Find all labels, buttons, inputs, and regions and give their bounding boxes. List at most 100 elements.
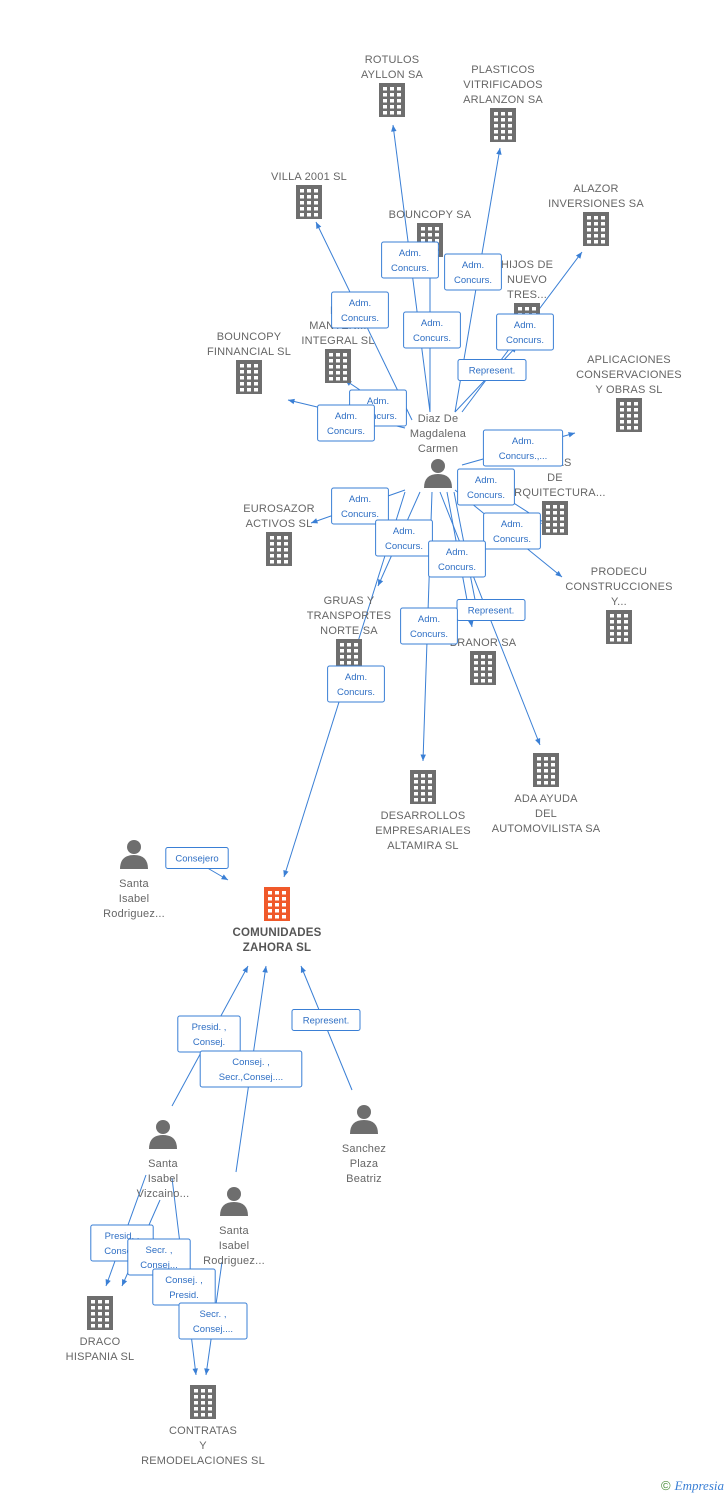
window-mark (435, 239, 439, 243)
node-label: CONSERVACIONES (576, 369, 682, 381)
building-icon (379, 83, 405, 117)
node-label: Rodriguez... (103, 908, 165, 920)
window-mark (620, 426, 624, 430)
building-icon (236, 360, 262, 394)
edge-label-tecnicas[interactable]: Adm.Concurs. (457, 468, 515, 506)
edge-label-represent-sanchez[interactable]: Represent. (291, 1009, 361, 1031)
node-branor[interactable]: BRANOR SA (450, 637, 517, 685)
edge-label-hijos[interactable]: Adm.Concurs. (496, 313, 554, 351)
edge-label-box (331, 291, 389, 329)
edge-label-villa[interactable]: Adm.Concurs. (331, 291, 389, 329)
window-mark (314, 189, 318, 193)
window-mark (624, 620, 628, 624)
window-mark (307, 201, 311, 205)
window-mark (105, 1312, 109, 1316)
window-mark (474, 667, 478, 671)
window-mark (314, 195, 318, 199)
window-mark (277, 542, 281, 546)
window-mark (587, 240, 591, 244)
window-mark (620, 420, 624, 424)
edge-label-rotulos[interactable]: Adm.Concurs. (381, 241, 439, 279)
window-mark (254, 370, 258, 374)
edge-label-branor1[interactable]: Adm.Concurs. (428, 540, 486, 578)
node-villa2001[interactable]: VILLA 2001 SL (271, 171, 347, 219)
edge-label-comunidades-diaz[interactable]: Adm.Concurs. (327, 665, 385, 703)
edge-label-contratas2[interactable]: Secr. ,Consej.... (178, 1302, 248, 1340)
node-prodecu[interactable]: PRODECUCONSTRUCCIONESY... (565, 566, 672, 644)
edge-label-eurosazor[interactable]: Adm.Concurs. (331, 487, 389, 525)
window-mark (421, 233, 425, 237)
edge-label-bouncopyfin[interactable]: Adm.Concurs. (317, 404, 375, 442)
node-tecnicas[interactable]: ...CASDE...RQUITECTURA... (504, 457, 605, 535)
edge-label-aplicaciones[interactable]: Adm.Concurs.,... (482, 429, 564, 467)
window-mark (91, 1300, 95, 1304)
edge-label-text: Consej. , (165, 1275, 203, 1286)
window-mark (553, 505, 557, 509)
node-santa_isabel_r1[interactable]: SantaIsabelRodriguez... (103, 840, 165, 920)
edge-label-branor2[interactable]: Represent. (456, 599, 526, 621)
window-mark (307, 207, 311, 211)
window-mark (397, 99, 401, 103)
edge-label-prodecu[interactable]: Adm.Concurs. (483, 512, 541, 550)
edge-label-gruas[interactable]: Adm.Concurs. (375, 519, 433, 557)
window-mark (594, 228, 598, 232)
window-mark (282, 891, 286, 895)
window-mark (254, 388, 258, 392)
edge-label-box (496, 313, 554, 351)
window-mark (282, 915, 286, 919)
edge-label-alazor[interactable]: Represent. (457, 359, 527, 381)
window-mark (474, 679, 478, 683)
edge-label-consej-secr[interactable]: Consej. ,Secr.,Consej.... (199, 1050, 303, 1088)
window-mark (494, 130, 498, 134)
edge-label-bouncopy[interactable]: Adm.Concurs. (403, 311, 461, 349)
edge-label-box (444, 253, 502, 291)
node-label: GRUAS Y (324, 595, 375, 607)
node-santa_isabel_v[interactable]: SantaIsabelVizcaino... (137, 1120, 190, 1200)
empresia-watermark[interactable]: ©Empresia (661, 1478, 724, 1494)
window-mark (544, 781, 548, 785)
person-body (350, 1120, 378, 1134)
window-mark (501, 130, 505, 134)
edge-label-plasticos[interactable]: Adm.Concurs. (444, 253, 502, 291)
edge-arrowhead (311, 518, 318, 524)
window-mark (268, 903, 272, 907)
node-label: PLASTICOS (471, 64, 535, 76)
building-icon (490, 108, 516, 142)
window-mark (91, 1324, 95, 1328)
window-mark (508, 112, 512, 116)
window-mark (560, 523, 564, 527)
window-mark (275, 897, 279, 901)
window-mark (601, 234, 605, 238)
window-mark (544, 769, 548, 773)
edge-label-desarrollos[interactable]: Adm.Concurs. (400, 607, 458, 645)
window-mark (494, 124, 498, 128)
edge-label-contratas1[interactable]: Consej. ,Presid. (152, 1268, 216, 1306)
window-mark (508, 118, 512, 122)
edge-label-text: Secr.,Consej.... (219, 1072, 283, 1083)
person-head (357, 1105, 371, 1119)
window-mark (537, 775, 541, 779)
node-label: Santa (219, 1225, 249, 1237)
edge-label-consejero[interactable]: Consejero (165, 847, 229, 869)
window-mark (421, 227, 425, 231)
edge-label-presid[interactable]: Presid. ,Consej. (177, 1015, 241, 1053)
window-mark (347, 661, 351, 665)
window-mark (634, 420, 638, 424)
node-santa_isabel_r2[interactable]: SantaIsabelRodriguez... (203, 1187, 265, 1267)
window-mark (275, 891, 279, 895)
node-label: AYLLON SA (361, 69, 424, 81)
